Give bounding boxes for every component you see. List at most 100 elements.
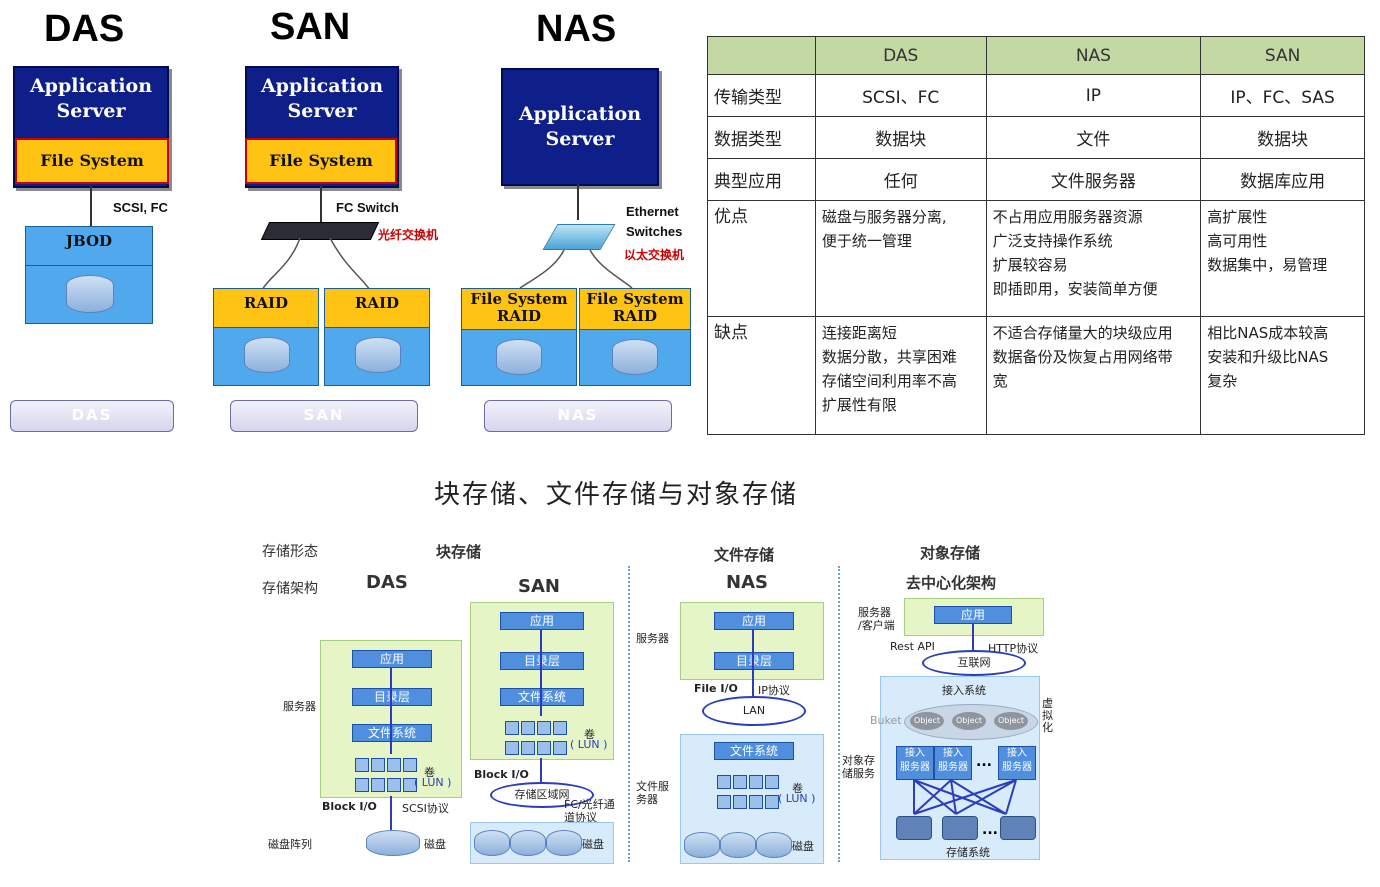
nas-server-label: 服务器 — [636, 632, 669, 645]
virtual-2: 拟 — [1042, 709, 1053, 722]
san-disk-2-icon — [355, 337, 401, 373]
table-row: 典型应用 任何 文件服务器 数据库应用 — [707, 158, 1365, 201]
as3-l2: 服务器 — [1002, 762, 1032, 773]
san-disk-label: 磁盘 — [582, 838, 604, 851]
san-file-system: File System — [245, 138, 397, 184]
san-disk-3 — [546, 830, 582, 856]
row-arch-label: 存储架构 — [262, 581, 318, 597]
virtual-1: 虚 — [1042, 697, 1053, 710]
lan-oval: LAN — [702, 696, 806, 726]
das-fs-layer: 文件系统 — [352, 724, 432, 742]
cell: 数据块 — [1200, 116, 1365, 159]
fc-proto-line2: 道协议 — [564, 811, 597, 824]
das-lun-grid — [354, 757, 422, 797]
nas-app-server: Application Server — [501, 68, 659, 186]
nas-title: NAS — [536, 8, 617, 50]
table-row: 缺点 连接距离短 数据分散，共享困难 存储空间利用率不高 扩展性有限 不适合存储… — [707, 316, 1365, 435]
das-disk-icon — [66, 275, 114, 313]
nas-raid-2-header: File System RAID — [580, 289, 690, 330]
line: 便于统一管理 — [821, 232, 912, 250]
as2-l2: 服务器 — [938, 762, 968, 773]
line: 宽 — [992, 372, 1008, 390]
das-lun-label: ( LUN ) — [414, 776, 452, 789]
row-label: 典型应用 — [707, 158, 816, 201]
san-disk-2 — [510, 830, 546, 856]
caption: 块存储、文件存储与对象存储 — [434, 480, 799, 510]
das-jbod: JBOD — [25, 226, 153, 324]
san-link-line — [320, 186, 322, 222]
cell: 数据块 — [814, 116, 987, 159]
line: 磁盘与服务器分离, — [821, 208, 947, 226]
san-raid-2-label: RAID — [325, 289, 429, 328]
san-app-label: Application Server — [260, 75, 384, 122]
das-disk-icon — [366, 830, 420, 856]
san-block-io: Block I/O — [474, 768, 529, 781]
san-raid-1-label: RAID — [214, 289, 318, 328]
obj-app-layer: 应用 — [934, 606, 1012, 624]
das-arrow-stack — [390, 668, 392, 754]
nas-tab: NAS — [484, 400, 672, 432]
san-raid-1: RAID — [213, 288, 319, 386]
nas-app-label: Application Server — [518, 103, 642, 150]
dots-2: ... — [982, 822, 998, 838]
san-cables — [261, 237, 371, 291]
das-app-label: Application Server — [29, 75, 153, 122]
cell: 相比NAS成本较高 安装和升级比NAS 复杂 — [1200, 316, 1365, 435]
line: 扩展性有限 — [821, 396, 897, 414]
fc-switch-label: FC Switch — [336, 200, 399, 215]
internet-oval: 互联网 — [922, 650, 1026, 676]
line: 安装和升级比NAS — [1207, 348, 1329, 366]
table-row: 传输类型 SCSI、FC IP IP、FC、SAS — [707, 74, 1365, 117]
rest-api-label: Rest API — [890, 640, 935, 653]
nas-disk-2 — [720, 832, 756, 858]
obj-service-line2: 储服务 — [842, 767, 875, 780]
cell: IP、FC、SAS — [1200, 74, 1365, 117]
ethernet-label: Ethernet Switches — [626, 202, 682, 242]
bottom-das-label: DAS — [366, 572, 408, 593]
das-catalog-layer: 目录层 — [352, 688, 432, 706]
nas-raid-2-raid: RAID — [612, 307, 658, 325]
line: 即插即用，安装简单方便 — [992, 280, 1158, 298]
nas-disk-2-icon — [612, 339, 658, 375]
nas-link-line — [577, 184, 579, 220]
san-raid-2: RAID — [324, 288, 430, 386]
das-link-line — [90, 186, 92, 226]
virtual-label: 虚 拟 化 — [1042, 698, 1053, 734]
cell: 连接距离短 数据分散，共享困难 存储空间利用率不高 扩展性有限 — [814, 316, 987, 435]
line: 不适合存储量大的块级应用 — [992, 324, 1173, 342]
san-network-oval: 存储区域网 — [490, 782, 594, 808]
table-header-san: SAN — [1200, 36, 1365, 75]
access-server-3: 接入 服务器 — [998, 746, 1036, 780]
san-disk-1 — [474, 830, 510, 856]
file-server-line2: 务器 — [636, 793, 658, 806]
divider-2 — [838, 566, 840, 862]
line: 不占用应用服务器资源 — [992, 208, 1143, 226]
cell: 数据库应用 — [1200, 158, 1365, 201]
nas-raid-1-header: File System RAID — [462, 289, 576, 330]
cell: 不占用应用服务器资源 广泛支持操作系统 扩展较容易 即插即用，安装简单方便 — [985, 200, 1202, 317]
das-disk-label: 磁盘 — [424, 838, 446, 851]
server-client-label: 服务器 /客户端 — [858, 606, 895, 632]
san-catalog-layer: 目录层 — [500, 652, 584, 670]
fc-proto-line1: FC/光纤通 — [564, 798, 615, 811]
line: 存储空间利用率不高 — [821, 372, 957, 390]
nas-disk-3 — [756, 832, 792, 858]
san-fc-proto: FC/光纤通 道协议 — [564, 798, 615, 824]
storage-node-3 — [1000, 816, 1036, 840]
nas-disk-label: 磁盘 — [792, 840, 814, 853]
das-title: DAS — [44, 8, 125, 50]
server-client-line1: 服务器 — [858, 606, 891, 619]
cell: 磁盘与服务器分离, 便于统一管理 — [814, 200, 987, 317]
cell: 不适合存储量大的块级应用 数据备份及恢复占用网络带 宽 — [985, 316, 1202, 435]
access-sys-label: 接入系统 — [942, 684, 986, 697]
das-file-system: File System — [15, 138, 169, 184]
line: 连接距离短 — [821, 324, 897, 342]
table-header-das: DAS — [814, 36, 987, 75]
line: 高可用性 — [1207, 232, 1268, 250]
obj-mesh-arrows — [913, 779, 1017, 815]
nas-fs-layer: 文件系统 — [714, 742, 794, 760]
das-app-layer: 应用 — [352, 650, 432, 668]
nas-raid-2-fs: File System — [586, 290, 684, 308]
das-scsi: SCSI协议 — [402, 802, 449, 815]
ethernet-label-1: Ethernet — [626, 204, 679, 219]
